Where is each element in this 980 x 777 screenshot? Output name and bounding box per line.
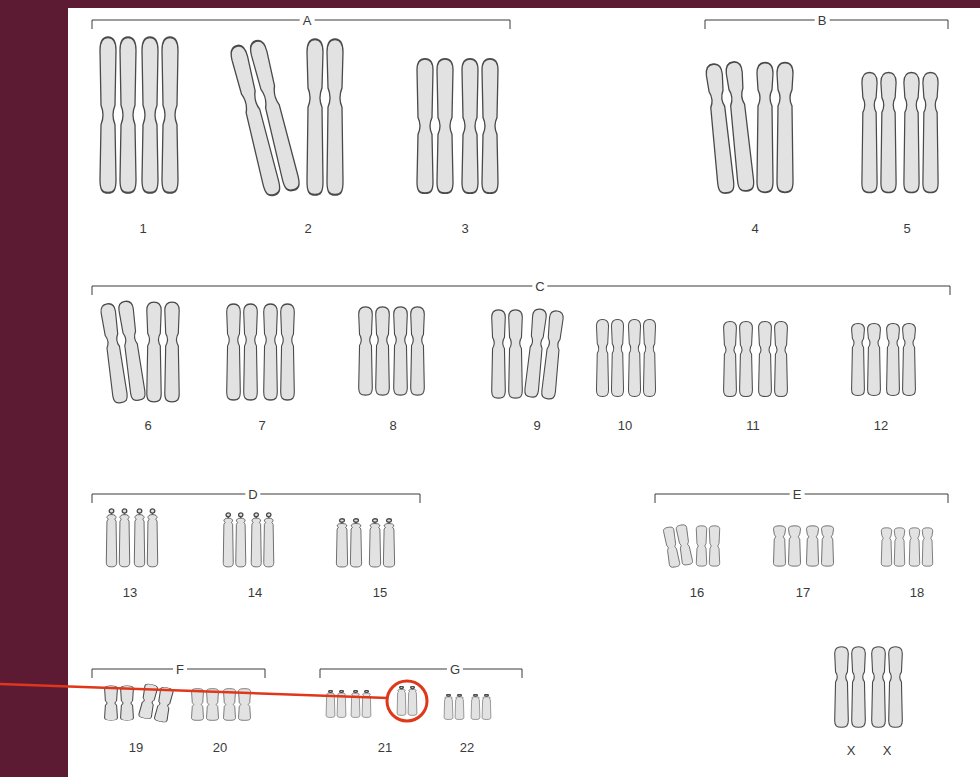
- chromosome: [134, 509, 157, 567]
- chromosome-number: 10: [615, 419, 635, 432]
- chromosome: [904, 73, 938, 193]
- chromosome-number: X: [844, 744, 859, 757]
- chromosome-number: 19: [126, 741, 146, 754]
- chromosome: [872, 647, 903, 728]
- chromosome: [147, 302, 179, 402]
- chromosome-number: 2: [301, 222, 314, 235]
- chromosome: [264, 304, 295, 400]
- chromosome: [229, 39, 301, 197]
- slide-frame: [0, 0, 68, 777]
- group-label: C: [532, 280, 547, 293]
- chromosome: [369, 519, 394, 567]
- group-label: D: [245, 488, 260, 501]
- group-label: B: [815, 14, 830, 27]
- chromosome: [394, 307, 425, 395]
- chromosome: [696, 526, 719, 566]
- chromosome-number: 15: [370, 586, 390, 599]
- chromosome-number: 1: [136, 222, 149, 235]
- chromosome: [223, 513, 246, 567]
- group-bracket: [92, 286, 950, 295]
- group-label: A: [300, 14, 315, 27]
- chromosome: [471, 694, 491, 719]
- chromosome: [351, 690, 371, 717]
- chromosome-number: 20: [210, 741, 230, 754]
- chromosome: [852, 324, 881, 396]
- chromosome: [359, 307, 390, 395]
- chromosome: [336, 519, 361, 567]
- chromosome-number: 12: [871, 419, 891, 432]
- chromosome: [100, 37, 136, 193]
- chromosome: [227, 304, 258, 400]
- chromosome: [881, 528, 904, 566]
- chromosome-number: 11: [743, 419, 763, 432]
- chromosome-number: 7: [255, 419, 268, 432]
- chromosome-number: 6: [141, 419, 154, 432]
- chromosome: [462, 59, 498, 193]
- chromosome: [724, 322, 753, 397]
- chromosome: [105, 686, 134, 721]
- chromosome: [326, 690, 346, 717]
- chromosome: [629, 320, 656, 397]
- group-label: E: [790, 488, 805, 501]
- chromosome: [417, 59, 453, 193]
- group-bracket: [320, 669, 522, 678]
- chromosome-number: 21: [375, 741, 395, 754]
- chromosome: [835, 647, 866, 728]
- chromosome: [862, 73, 896, 193]
- group-label: G: [447, 663, 463, 676]
- chromosome: [106, 509, 129, 567]
- chromosome: [100, 300, 146, 403]
- chromosome-number: 18: [907, 586, 927, 599]
- chromosome: [774, 526, 801, 566]
- chromosome: [759, 322, 788, 397]
- chromosome: [705, 61, 754, 194]
- chromosome: [444, 694, 464, 719]
- group-label: F: [173, 663, 187, 676]
- chromosome-number: 8: [386, 419, 399, 432]
- chromosome: [524, 308, 564, 399]
- chromosome-number: 3: [458, 222, 471, 235]
- chromosome-number: 17: [793, 586, 813, 599]
- chromosome-number: X: [880, 744, 895, 757]
- chromosome: [192, 689, 219, 721]
- chromosome: [663, 524, 693, 568]
- chromosome-number: 4: [748, 222, 761, 235]
- chromosome: [142, 37, 178, 193]
- highlight-circle: [387, 681, 427, 721]
- chromosome: [307, 39, 343, 195]
- chromosome: [887, 324, 916, 396]
- chromosome-number: 5: [900, 222, 913, 235]
- chromosome: [251, 513, 274, 567]
- chromosome: [757, 63, 793, 193]
- chromosome-number: 22: [457, 741, 477, 754]
- chromosome: [397, 686, 417, 715]
- chromosome-number: 9: [530, 419, 543, 432]
- chromosome: [807, 526, 834, 566]
- pointer-line: [0, 684, 388, 698]
- chromosome: [909, 528, 932, 566]
- chromosome: [492, 310, 523, 398]
- chromosome-number: 14: [245, 586, 265, 599]
- chromosome-number: 16: [687, 586, 707, 599]
- slide-frame: [0, 0, 980, 8]
- chromosome-number: 13: [120, 586, 140, 599]
- chromosome: [597, 320, 624, 397]
